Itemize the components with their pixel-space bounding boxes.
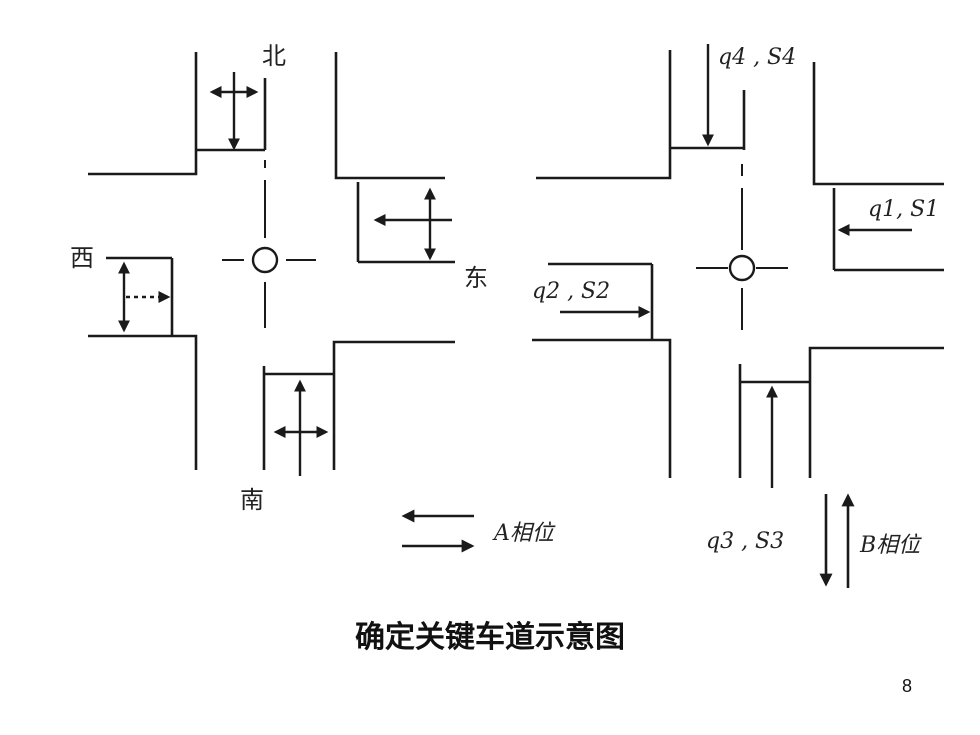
east-approach <box>356 182 455 264</box>
south-approach <box>262 340 455 470</box>
label-q2-s2: q2 , S2 <box>532 279 610 304</box>
label-south: 南 <box>240 486 264 514</box>
west-approach <box>88 256 198 470</box>
flow-arrows <box>560 44 912 488</box>
left-center-circle <box>251 246 279 274</box>
north-lane-arrows <box>209 72 259 151</box>
label-q3-s3: q3 , S3 <box>706 529 784 554</box>
legend-phase-b: B相位 <box>859 533 922 558</box>
label-q1-s1: q1, S1 <box>868 197 939 222</box>
center-lines-right <box>696 164 788 330</box>
east-lane-arrows <box>373 187 452 261</box>
figure-caption: 确定关键车道示意图 <box>355 620 625 655</box>
legend-phase-a: A相位 <box>492 521 556 546</box>
east-approach-right <box>832 188 944 272</box>
west-lane-arrows <box>118 261 171 333</box>
west-approach-right <box>532 262 672 478</box>
south-lane-arrows <box>273 379 329 476</box>
right-center-circle <box>728 254 756 282</box>
right-intersection <box>532 44 944 488</box>
page-number: 8 <box>902 676 913 696</box>
left-intersection <box>88 52 455 476</box>
south-approach-right <box>738 346 944 478</box>
north-approach-right <box>536 50 944 186</box>
phase-b-legend-arrows <box>819 493 855 588</box>
label-north: 北 <box>262 42 286 70</box>
phase-a-legend-arrows <box>401 509 475 553</box>
north-approach <box>88 52 445 180</box>
label-q4-s4: q4 , S4 <box>718 45 796 70</box>
center-lines <box>222 160 316 328</box>
label-west: 西 <box>70 244 94 272</box>
label-east: 东 <box>464 264 488 292</box>
